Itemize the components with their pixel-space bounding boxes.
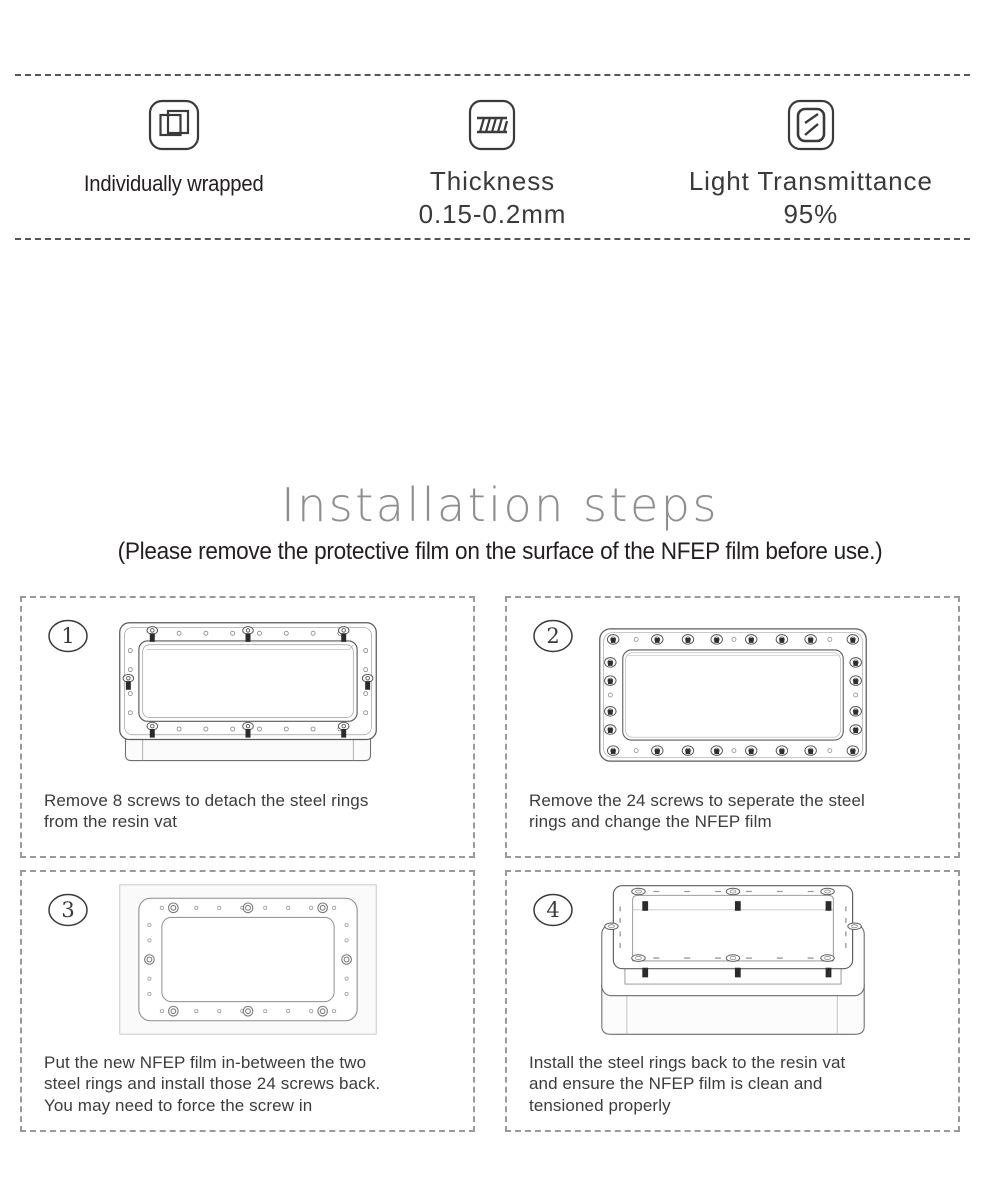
step-illustration-2: [507, 606, 958, 784]
installation-steps-grid: 1: [20, 596, 960, 1132]
svg-text:2: 2: [546, 624, 559, 648]
svg-text:1: 1: [61, 624, 74, 648]
spec-individually-wrapped: Individually wrapped: [15, 76, 333, 198]
step-card-2: 2: [505, 596, 960, 858]
spec-light-transmittance: Light Transmittance 95%: [652, 76, 970, 232]
spec-label: Individually wrapped: [84, 171, 265, 196]
step-number-badge: 1: [46, 614, 90, 658]
step-caption: Install the steel rings back to the resi…: [529, 1053, 846, 1115]
spec-thickness: Thickness 0.15-0.2mm: [333, 76, 651, 232]
thickness-lines-icon: [465, 98, 519, 152]
spec-label: Thickness 0.15-0.2mm: [418, 166, 567, 230]
step-number-badge: 3: [46, 888, 90, 932]
specs-band: Individually wrapped Thickness 0.15-0.2m…: [15, 74, 970, 240]
step-illustration-1: [22, 606, 473, 784]
light-transmittance-icon: [784, 98, 838, 152]
spec-label: Light Transmittance 95%: [688, 166, 933, 230]
screw: [122, 625, 373, 738]
step-illustration-4: [507, 872, 958, 1047]
svg-text:3: 3: [61, 898, 74, 922]
specs-row: Individually wrapped Thickness 0.15-0.2m…: [15, 76, 970, 238]
step-caption: Remove 8 screws to detach the steel ring…: [44, 791, 369, 832]
wrapped-box-icon: [147, 98, 201, 152]
step-card-3: 3: [20, 870, 475, 1132]
step-caption: Put the new NFEP film in-between the two…: [44, 1053, 381, 1115]
step-number-badge: 2: [531, 614, 575, 658]
installation-title: Installation steps: [281, 478, 719, 532]
step-illustration-3: [22, 872, 473, 1047]
step-number-badge: 4: [531, 888, 575, 932]
installation-subtitle: (Please remove the protective film on th…: [117, 538, 883, 565]
step-card-4: 4: [505, 870, 960, 1132]
step-card-1: 1: [20, 596, 475, 858]
step-caption: Remove the 24 screws to seperate the ste…: [529, 791, 865, 832]
svg-text:4: 4: [546, 898, 559, 922]
